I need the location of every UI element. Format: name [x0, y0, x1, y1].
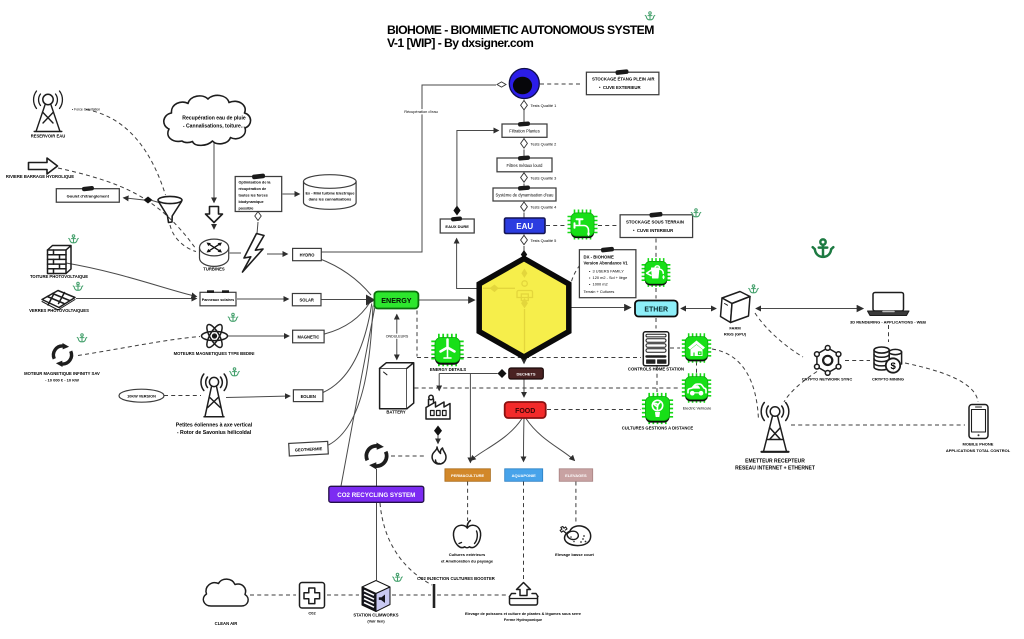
- svg-text:Filtres métaux lourd: Filtres métaux lourd: [507, 163, 544, 168]
- svg-text:RIGS (GPU): RIGS (GPU): [724, 332, 747, 337]
- svg-text:Elevage basse court: Elevage basse court: [555, 552, 594, 557]
- svg-text:Filtration Plantes: Filtration Plantes: [509, 129, 540, 134]
- svg-text:RIVIERE BARRAGE HYDROLIQUE: RIVIERE BARRAGE HYDROLIQUE: [6, 174, 74, 179]
- svg-text:et Amélioration du paysage: et Amélioration du paysage: [441, 559, 494, 564]
- svg-text:Goulet d'étranglement: Goulet d'étranglement: [67, 194, 110, 199]
- svg-text:STOCKAGE SOUS TERRAIN: STOCKAGE SOUS TERRAIN: [626, 220, 684, 225]
- svg-text:CONTROLS HOME STATION: CONTROLS HOME STATION: [628, 367, 684, 372]
- svg-text:HYDRO: HYDRO: [300, 253, 316, 258]
- svg-text:Electric Vehicule: Electric Vehicule: [683, 406, 712, 411]
- svg-text:MOTEURS MAGNETIQUES TYPE BEDIN: MOTEURS MAGNETIQUES TYPE BEDINI: [174, 351, 255, 356]
- svg-text:EOLIEN: EOLIEN: [301, 394, 316, 399]
- svg-text:CRYPTO NETWORK SYNC: CRYPTO NETWORK SYNC: [802, 377, 853, 382]
- svg-text:CULTURES GESTIONS A DISTANCE: CULTURES GESTIONS A DISTANCE: [622, 426, 694, 431]
- svg-text:Ferme Hydroponique: Ferme Hydroponique: [504, 618, 542, 622]
- svg-text:EAU: EAU: [516, 222, 533, 231]
- svg-text:dans les cannalisations: dans les cannalisations: [309, 198, 352, 202]
- svg-text:AQUAPONIE: AQUAPONIE: [512, 473, 537, 478]
- svg-text:GEOTHERMIE: GEOTHERMIE: [295, 446, 323, 452]
- svg-text:STATION CLIMWORKS: STATION CLIMWORKS: [353, 613, 398, 618]
- svg-text:VERRES PHOTOVOLTAIQUES: VERRES PHOTOVOLTAIQUES: [29, 308, 89, 313]
- svg-text:Cultures extérieurs: Cultures extérieurs: [449, 552, 486, 557]
- svg-text:• 3 USERS FAMILY: • 3 USERS FAMILY: [589, 269, 624, 274]
- svg-text:biodynamique: biodynamique: [239, 200, 264, 204]
- svg-text:récupération de: récupération de: [239, 187, 267, 191]
- svg-text:- Cannalisations, toiture...: - Cannalisations, toiture...: [183, 124, 246, 130]
- svg-text:TURBINES: TURBINES: [203, 267, 225, 272]
- svg-text:Panneaux solaires: Panneaux solaires: [202, 298, 234, 302]
- svg-text:- Rotor de Savonius hélicoïdal: - Rotor de Savonius hélicoïdal: [177, 430, 252, 436]
- svg-text:Tests Qualité 5: Tests Qualité 5: [531, 238, 557, 243]
- svg-text:ONDULEURS: ONDULEURS: [386, 335, 409, 339]
- svg-text:MOBILE PHONE: MOBILE PHONE: [963, 442, 994, 447]
- svg-text:Version Abondance V1: Version Abondance V1: [584, 261, 629, 266]
- svg-text:Récupération d'eau: Récupération d'eau: [404, 109, 438, 114]
- svg-text:Terrain + Cultures: Terrain + Cultures: [584, 289, 615, 294]
- svg-text:BATTERY: BATTERY: [386, 410, 406, 415]
- svg-text:toutes les forces: toutes les forces: [239, 194, 268, 198]
- svg-text:Tests Qualité 4: Tests Qualité 4: [531, 205, 558, 210]
- svg-text:CLEAN AIR: CLEAN AIR: [215, 621, 238, 626]
- svg-text:ENERGY: ENERGY: [381, 296, 412, 305]
- svg-text:CO2 INJECTION CULTURES BOOSTER: CO2 INJECTION CULTURES BOOSTER: [417, 576, 495, 581]
- svg-text:DECHETS: DECHETS: [516, 372, 535, 377]
- svg-text:Système de dynamisation d'eau: Système de dynamisation d'eau: [496, 192, 554, 197]
- svg-text:possible: possible: [239, 207, 254, 211]
- svg-text:10KW VERSION: 10KW VERSION: [127, 395, 156, 399]
- svg-text:ELEVAGES: ELEVAGES: [565, 473, 587, 478]
- svg-text:Tests Qualité 1: Tests Qualité 1: [531, 103, 557, 108]
- svg-text:DX - BIOHOME: DX - BIOHOME: [584, 255, 614, 260]
- svg-text:Recupération eau de pluie: Recupération eau de pluie: [182, 116, 246, 122]
- svg-text:$: $: [891, 361, 897, 372]
- svg-text:Tests Qualité 2: Tests Qualité 2: [531, 141, 557, 146]
- svg-text:Tests Qualité 3: Tests Qualité 3: [531, 176, 557, 181]
- svg-text:• CUVE INTERIEUR: • CUVE INTERIEUR: [633, 228, 674, 233]
- svg-text:MOTEUR MAGNETIQUE INFINITY SAV: MOTEUR MAGNETIQUE INFINITY SAV: [24, 371, 100, 376]
- svg-text:CO2 RECYCLING SYSTEM: CO2 RECYCLING SYSTEM: [337, 492, 415, 499]
- svg-text:• 1000 m2: • 1000 m2: [589, 282, 608, 287]
- svg-text:V-1 [WIP] - By dxsigner.com: V-1 [WIP] - By dxsigner.com: [387, 36, 534, 50]
- svg-text:EMETTEUR RECEPTEUR: EMETTEUR RECEPTEUR: [745, 459, 805, 465]
- svg-text:Ex - Mini turbine Electrique: Ex - Mini turbine Electrique: [306, 192, 355, 196]
- svg-text:FARM: FARM: [729, 326, 741, 331]
- svg-text:ETHER: ETHER: [644, 307, 668, 314]
- svg-text:STOCKAGE ÉTANG PLEIN AIR: STOCKAGE ÉTANG PLEIN AIR: [592, 77, 655, 82]
- svg-text:- 10 000 € - 10 KW: - 10 000 € - 10 KW: [45, 378, 79, 383]
- svg-text:CRYPTO MINING: CRYPTO MINING: [872, 377, 904, 382]
- svg-text:C02: C02: [308, 611, 316, 616]
- svg-text:MAGNETIC: MAGNETIC: [297, 335, 319, 340]
- svg-text:3D RENDERING - APPLICATIONS -: 3D RENDERING - APPLICATIONS - WEB: [850, 320, 926, 325]
- svg-text:BIOHOME - BIOMIMETIC AUTONOMOU: BIOHOME - BIOMIMETIC AUTONOMOUS SYSTEM: [387, 23, 654, 37]
- svg-text:EAUX DURE: EAUX DURE: [445, 224, 469, 229]
- svg-text:• 120 m2 - Sol + liège: • 120 m2 - Sol + liège: [589, 275, 627, 280]
- svg-text:PERMACULTURE: PERMACULTURE: [451, 473, 485, 478]
- svg-text:Petites éoliennes à axe vertic: Petites éoliennes à axe vertical: [176, 423, 253, 429]
- svg-text:SOLAR: SOLAR: [300, 298, 314, 303]
- svg-text:(Voir lien): (Voir lien): [367, 620, 385, 624]
- svg-text:RESERVOIR EAU: RESERVOIR EAU: [31, 134, 66, 139]
- svg-text:Optimisation de la: Optimisation de la: [239, 181, 272, 185]
- svg-text:• Force Gravitation: • Force Gravitation: [72, 108, 100, 112]
- svg-text:APPLICATIONS TOTAL CONTROL: APPLICATIONS TOTAL CONTROL: [946, 448, 1011, 453]
- svg-text:FOOD: FOOD: [515, 408, 535, 415]
- svg-text:RESEAU INTERNET + ETHERNET: RESEAU INTERNET + ETHERNET: [735, 466, 815, 472]
- svg-text:TOITURE PHOTOVOLTAIQUE: TOITURE PHOTOVOLTAIQUE: [30, 274, 88, 279]
- svg-text:ENERGY DETAILS: ENERGY DETAILS: [430, 367, 467, 372]
- svg-text:Elevage de poissons et culture: Elevage de poissons et culture de plante…: [465, 612, 581, 616]
- svg-text:• CUVE EXTERIEUR: • CUVE EXTERIEUR: [599, 85, 642, 90]
